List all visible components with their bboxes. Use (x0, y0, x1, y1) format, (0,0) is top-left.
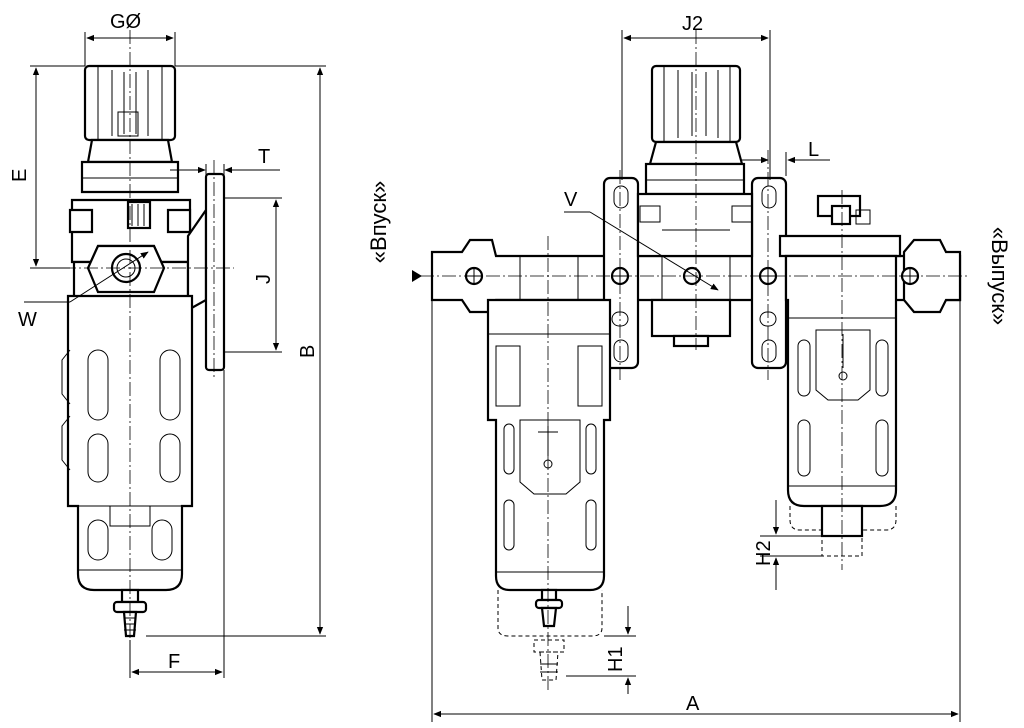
label-l: L (808, 139, 819, 161)
label-e: E (9, 169, 31, 182)
regulator (636, 64, 754, 348)
label-j: J (253, 274, 275, 284)
label-a: A (686, 693, 700, 715)
filter-unit (486, 298, 612, 681)
label-b: B (297, 345, 319, 358)
label-f: F (168, 651, 180, 673)
filter-bowl (61, 294, 194, 592)
side-view: GØ E T J W B F (9, 11, 326, 678)
label-w: W (18, 309, 37, 331)
adjusting-knob (80, 64, 180, 194)
outlet-label: «Выпуск» (987, 227, 1012, 325)
label-h1: H1 (605, 646, 627, 672)
mounting-bracket (186, 172, 226, 372)
label-v: V (564, 189, 578, 211)
lubricator-unit (778, 194, 902, 557)
label-j2: J2 (682, 13, 703, 35)
front-view: J2 L V H2 H1 A «Впуск» «Выпуск» (366, 13, 1012, 722)
label-h2: H2 (753, 540, 775, 566)
inlet-label: «Впуск» (366, 181, 391, 263)
label-t: T (258, 146, 270, 168)
label-g-diameter: GØ (110, 11, 141, 33)
right-bracket (750, 176, 788, 370)
